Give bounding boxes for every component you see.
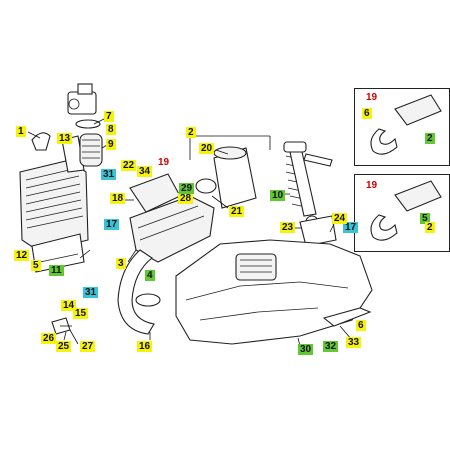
callout-part-31-top: 31 (101, 169, 117, 180)
shock-lower-mount (299, 215, 337, 247)
callout-part-11: 11 (49, 265, 64, 276)
callout-part-24: 24 (332, 213, 348, 224)
inset-b-callout-5: 5 (420, 213, 430, 224)
callout-part-18: 18 (110, 193, 126, 204)
callout-part-23: 23 (280, 222, 296, 233)
rear-shock-absorber (283, 141, 319, 229)
silencer-end-cap (195, 178, 217, 194)
carburetor (67, 83, 97, 115)
air-filter-housing (19, 159, 89, 273)
callout-part-19: 19 (158, 157, 170, 168)
callout-part-16: 16 (137, 341, 153, 352)
callout-part-2: 2 (186, 127, 196, 138)
callout-part-30: 30 (298, 344, 314, 355)
inset-b-callout-19: 19 (366, 180, 378, 191)
callout-part-26: 26 (41, 333, 57, 344)
inset-a-artwork (370, 94, 442, 155)
callout-part-13: 13 (57, 133, 73, 144)
callout-part-21: 21 (229, 206, 245, 217)
callout-part-5: 5 (31, 260, 41, 271)
callout-part-33: 33 (346, 337, 362, 348)
callout-part-29: 29 (179, 183, 195, 194)
callout-part-4: 4 (145, 270, 155, 281)
callout-part-6: 6 (356, 320, 366, 331)
filter-element (79, 133, 103, 167)
callout-part-28: 28 (178, 193, 194, 204)
inset-b-artwork (370, 180, 442, 241)
manifold-gasket (75, 119, 101, 129)
intake-elbow (31, 132, 51, 151)
callout-part-12: 12 (14, 250, 30, 261)
callout-part-15: 15 (73, 308, 89, 319)
silencer-can (213, 146, 257, 209)
inset-muffler-variant-b (354, 174, 450, 252)
callout-part-25: 25 (56, 341, 72, 352)
callout-part-10: 10 (270, 190, 286, 201)
engine-crankcase (175, 239, 373, 345)
callout-part-9: 9 (106, 139, 116, 150)
callout-part-17-right: 17 (343, 222, 359, 233)
callout-part-7: 7 (104, 111, 114, 122)
callout-part-31-bottom: 31 (83, 287, 99, 298)
intake-duct (61, 135, 85, 173)
inset-a-callout-6: 6 (362, 108, 372, 119)
callout-part-32: 32 (323, 341, 339, 352)
inset-a-callout-19: 19 (366, 92, 378, 103)
kick-start-lever (322, 307, 372, 327)
callout-part-20: 20 (199, 143, 215, 154)
callout-part-3: 3 (116, 258, 126, 269)
shock-bolt (303, 153, 333, 167)
callout-part-8: 8 (106, 124, 116, 135)
inset-a-callout-2: 2 (425, 133, 435, 144)
callout-part-1: 1 (16, 126, 26, 137)
inset-b-callout-2: 2 (425, 222, 435, 233)
callout-part-14: 14 (61, 300, 77, 311)
callout-part-27: 27 (80, 341, 96, 352)
inset-muffler-variant-a (354, 88, 450, 166)
callout-part-17: 17 (104, 219, 120, 230)
callout-part-22: 22 (121, 160, 137, 171)
callout-part-34: 34 (137, 166, 153, 177)
